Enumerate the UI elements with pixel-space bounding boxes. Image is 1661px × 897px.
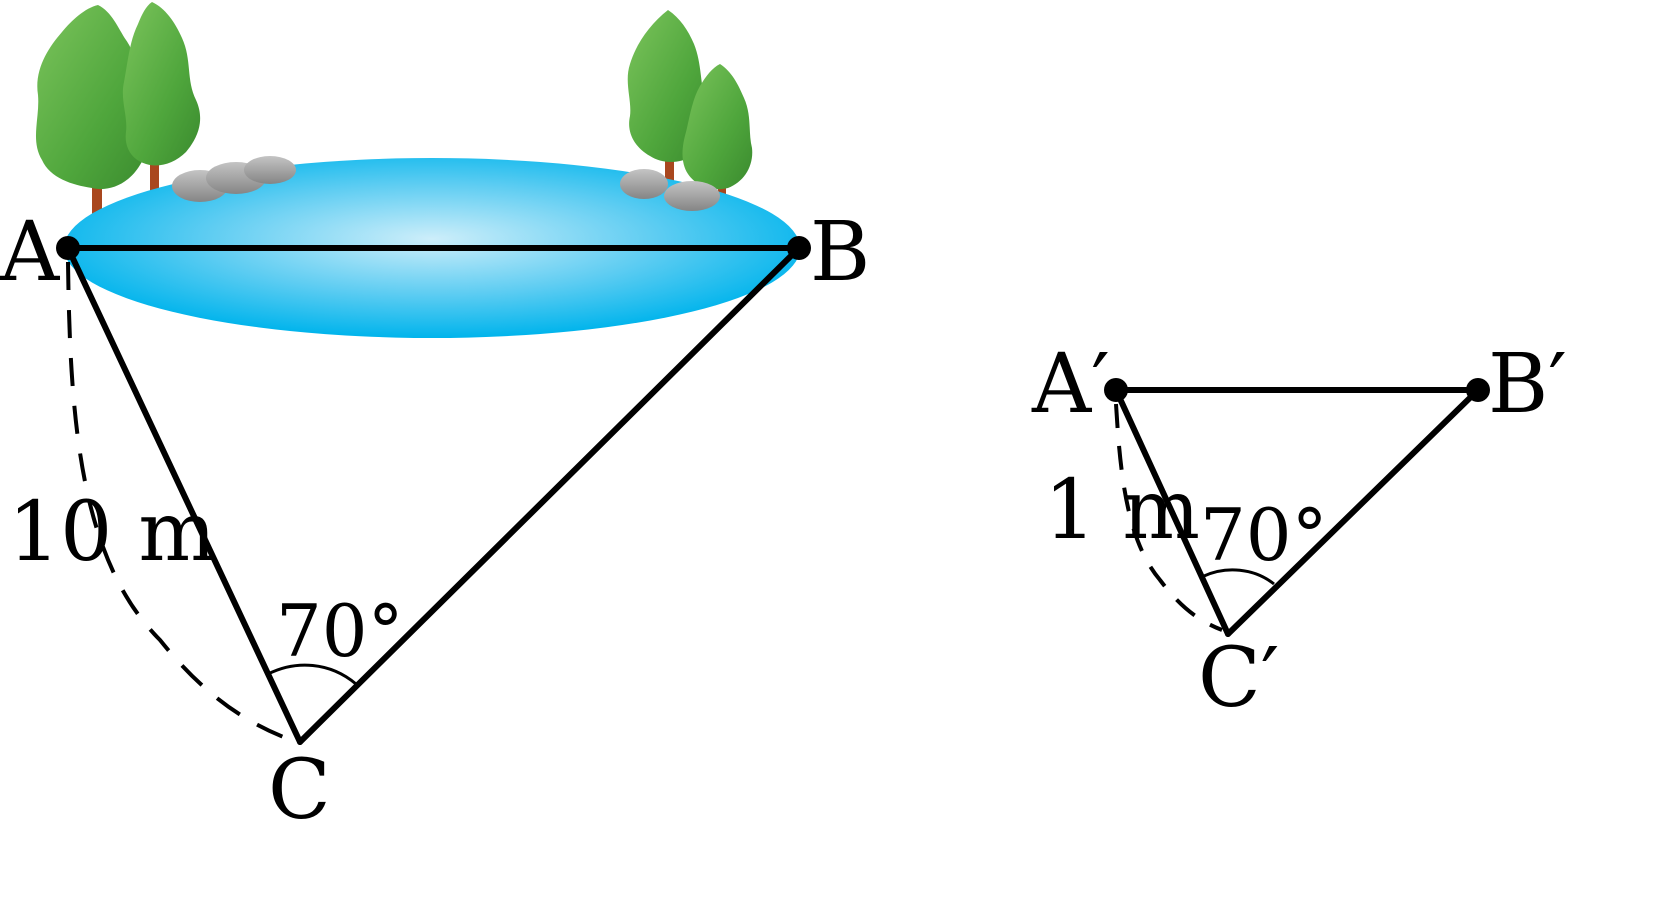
large-triangle	[65, 245, 802, 745]
label-a-prime: A′	[1031, 337, 1110, 432]
label-b: B	[810, 205, 870, 300]
point-a-prime	[1104, 378, 1128, 402]
point-a	[56, 236, 80, 260]
segment-a-prime-c-prime	[1113, 387, 1231, 637]
tree-trunk	[665, 150, 674, 190]
tree-trunk	[150, 155, 159, 195]
label-b-prime: B′	[1488, 337, 1567, 432]
rock	[244, 156, 296, 184]
side-length-a-prime-c-prime: 1 m	[1044, 463, 1200, 558]
distance-arc-a-prime-c-prime	[1114, 403, 1223, 632]
rock	[664, 181, 720, 211]
point-b-prime	[1466, 378, 1490, 402]
rock	[620, 169, 668, 199]
tree-group-right	[627, 10, 753, 200]
label-c-prime: C′	[1198, 631, 1279, 726]
side-length-ac: 10 m	[8, 485, 216, 580]
tree-canopy	[682, 64, 753, 190]
tree-trunk	[92, 170, 102, 220]
label-c: C	[268, 743, 331, 838]
angle-arc-c-prime	[1203, 568, 1275, 586]
rocks-right	[620, 169, 720, 211]
point-b	[787, 236, 811, 260]
segment-b-prime-c-prime	[1225, 387, 1481, 637]
segment-ac	[65, 245, 303, 745]
angle-label-c: 70°	[276, 589, 404, 673]
segment-bc	[297, 245, 802, 745]
angle-label-c-prime: 70°	[1200, 493, 1328, 577]
angle-arc-c	[267, 663, 357, 686]
tree-group-left	[35, 2, 201, 220]
small-triangle	[1113, 387, 1481, 637]
rocks-left	[172, 156, 296, 202]
distance-arc-ac	[66, 261, 287, 740]
tree-canopy	[35, 5, 152, 190]
tree-canopy	[122, 2, 201, 166]
label-a: A	[0, 205, 61, 300]
